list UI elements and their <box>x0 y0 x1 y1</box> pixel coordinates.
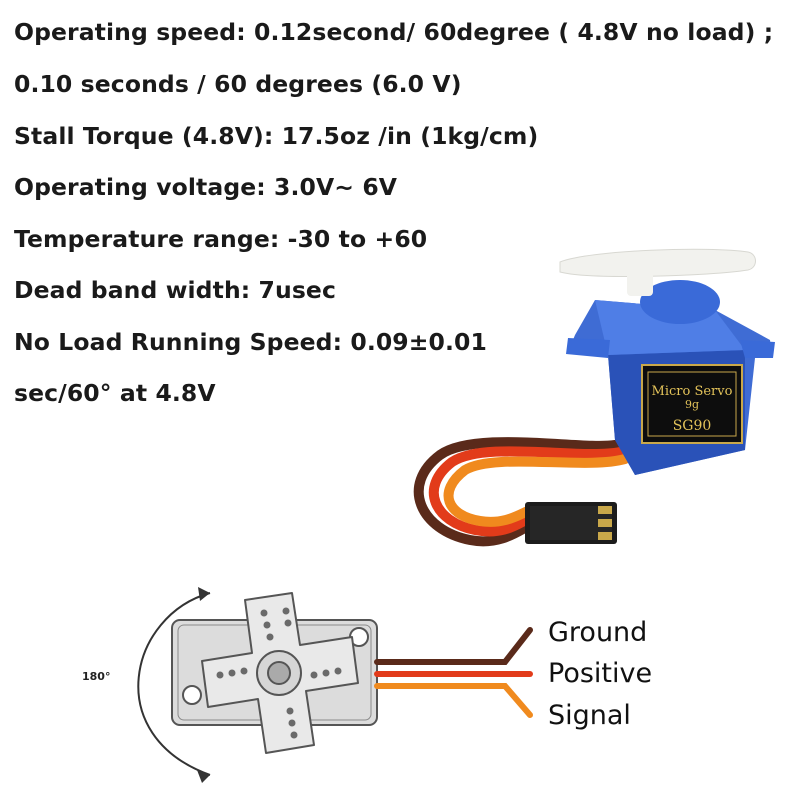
rotation-arrow <box>137 587 211 783</box>
servo-label-line3: SG90 <box>673 418 712 434</box>
servo-wire-loop <box>413 437 630 547</box>
rotation-angle-label: 180° <box>82 670 111 683</box>
wire-label-ground: Ground <box>548 617 648 648</box>
servo-connector <box>525 502 617 544</box>
spec-operating-speed: Operating speed: 0.12second/ 60degree ( … <box>14 18 774 46</box>
spec-operating-voltage: Operating voltage: 3.0V~ 6V <box>14 173 398 201</box>
servo-body: Micro Servo 9g SG90 <box>559 248 775 475</box>
spec-no-load-speed: No Load Running Speed: 0.09±0.01 <box>14 328 487 356</box>
servo-label-line2: 9g <box>685 398 699 411</box>
servo-label-line1: Micro Servo <box>652 384 733 399</box>
spec-operating-speed-6v: 0.10 seconds / 60 degrees (6.0 V) <box>14 70 462 98</box>
servo-diagram-horn <box>201 592 359 754</box>
wire-label-signal: Signal <box>548 700 631 731</box>
wire-label-positive: Positive <box>548 658 653 689</box>
spec-dead-band-width: Dead band width: 7usec <box>14 276 336 304</box>
servo-diagram-wires <box>374 627 533 718</box>
spec-temperature-range: Temperature range: -30 to +60 <box>14 225 428 253</box>
spec-stall-torque: Stall Torque (4.8V): 17.5oz /in (1kg/cm) <box>14 122 539 150</box>
servo-wiring-diagram <box>137 587 533 783</box>
servo-product-photo: Micro Servo 9g SG90 <box>413 248 775 547</box>
spec-no-load-speed-cont: sec/60° at 4.8V <box>14 379 216 407</box>
